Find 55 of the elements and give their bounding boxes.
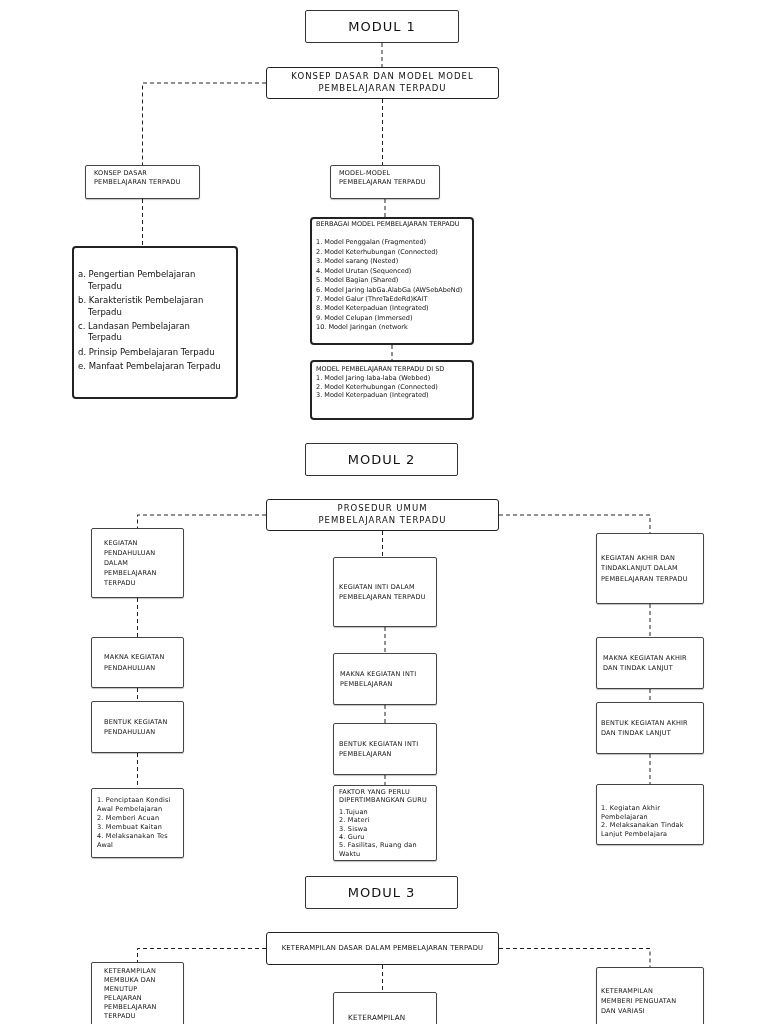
box-label: PROSEDUR UMUM PEMBELAJARAN TERPADU xyxy=(317,503,448,527)
heading-box xyxy=(266,932,499,965)
box-label: KONSEP DASAR DAN MODEL MODEL PEMBELAJARAN TERPADU xyxy=(290,71,475,95)
list-item: a. Pengertian Pembelajaran Terpadu xyxy=(78,269,197,293)
connector-line xyxy=(381,42,383,68)
module-box xyxy=(305,876,458,909)
connector-line xyxy=(384,626,386,654)
topic-box xyxy=(91,701,184,753)
list-box xyxy=(310,217,474,345)
list-item: b. Karakteristik Pembelajaran Terpadu xyxy=(78,295,205,318)
topic-box xyxy=(330,165,440,199)
connector-line xyxy=(382,530,383,558)
topic-box xyxy=(333,653,437,705)
connector-line xyxy=(649,603,651,638)
module-title: MODUL 1 xyxy=(348,19,416,34)
module-title: MODUL 2 xyxy=(347,452,416,467)
topic-box xyxy=(596,637,704,689)
heading-box xyxy=(266,67,499,99)
topic-box xyxy=(333,723,437,775)
connector-line xyxy=(649,688,651,703)
topic-box xyxy=(333,785,437,861)
connector-line xyxy=(649,753,651,785)
topic-box xyxy=(91,528,184,598)
connector-line xyxy=(137,514,267,529)
module-title: MODUL 3 xyxy=(347,885,416,900)
connector-line xyxy=(142,82,267,166)
topic-box xyxy=(91,788,184,858)
topic-box xyxy=(596,533,704,604)
connector-line xyxy=(382,964,383,993)
connector-line xyxy=(391,344,393,361)
connector-line xyxy=(142,198,143,247)
heading-box xyxy=(266,499,499,531)
connector-line xyxy=(137,687,138,702)
topic-box xyxy=(596,784,704,845)
topic-box xyxy=(596,702,704,754)
topic-box xyxy=(333,992,437,1024)
list-item: e. Manfaat Pembelajaran Terpadu xyxy=(78,361,222,373)
connector-line xyxy=(137,597,138,638)
connector-line xyxy=(384,704,386,724)
module-box xyxy=(305,10,459,43)
list-item: c. Landasan Pembelajaran Terpadu xyxy=(78,321,191,344)
list-item: d. Prinsip Pembelajaran Terpadu xyxy=(78,346,216,359)
connector-line xyxy=(498,948,651,968)
topic-box xyxy=(596,967,704,1024)
list-box xyxy=(72,246,238,399)
topic-box xyxy=(91,962,184,1024)
connector-line xyxy=(137,948,267,963)
topic-box xyxy=(85,165,200,199)
list-box xyxy=(310,360,474,420)
connector-line xyxy=(384,774,386,786)
connector-line xyxy=(384,198,386,218)
topic-box xyxy=(91,637,184,688)
connector-line xyxy=(382,98,383,166)
topic-box xyxy=(333,557,437,627)
module-box xyxy=(305,443,458,476)
